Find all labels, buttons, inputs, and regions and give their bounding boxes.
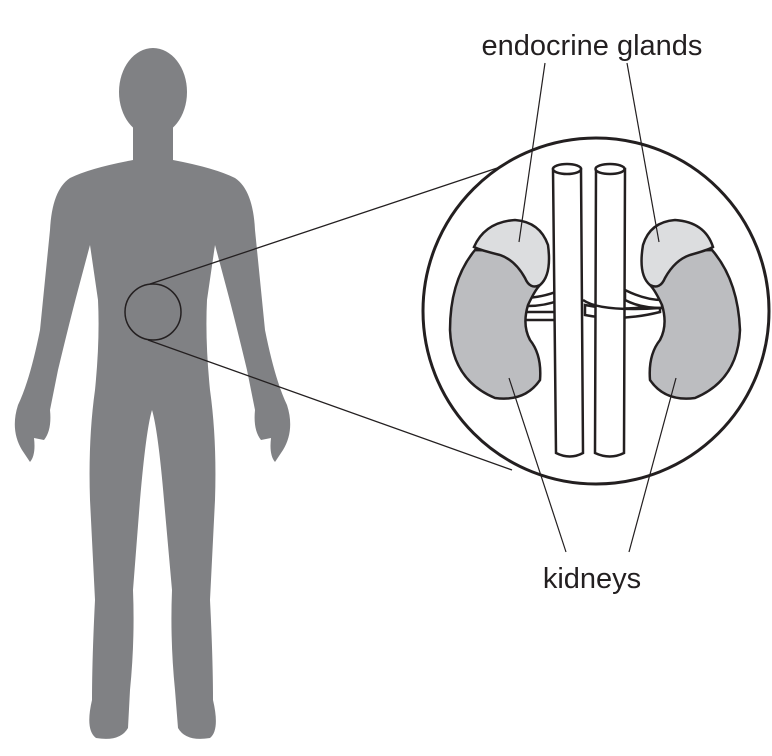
zoom-line-bottom	[147, 339, 513, 471]
kidneys-illustration	[448, 162, 742, 458]
label-endocrine-glands: endocrine glands	[482, 30, 703, 62]
zoom-region-circle	[124, 283, 182, 341]
leader-lines	[508, 62, 677, 553]
zoom-line-top	[149, 162, 513, 285]
label-kidneys: kidneys	[543, 563, 641, 595]
human-silhouette	[14, 48, 291, 739]
